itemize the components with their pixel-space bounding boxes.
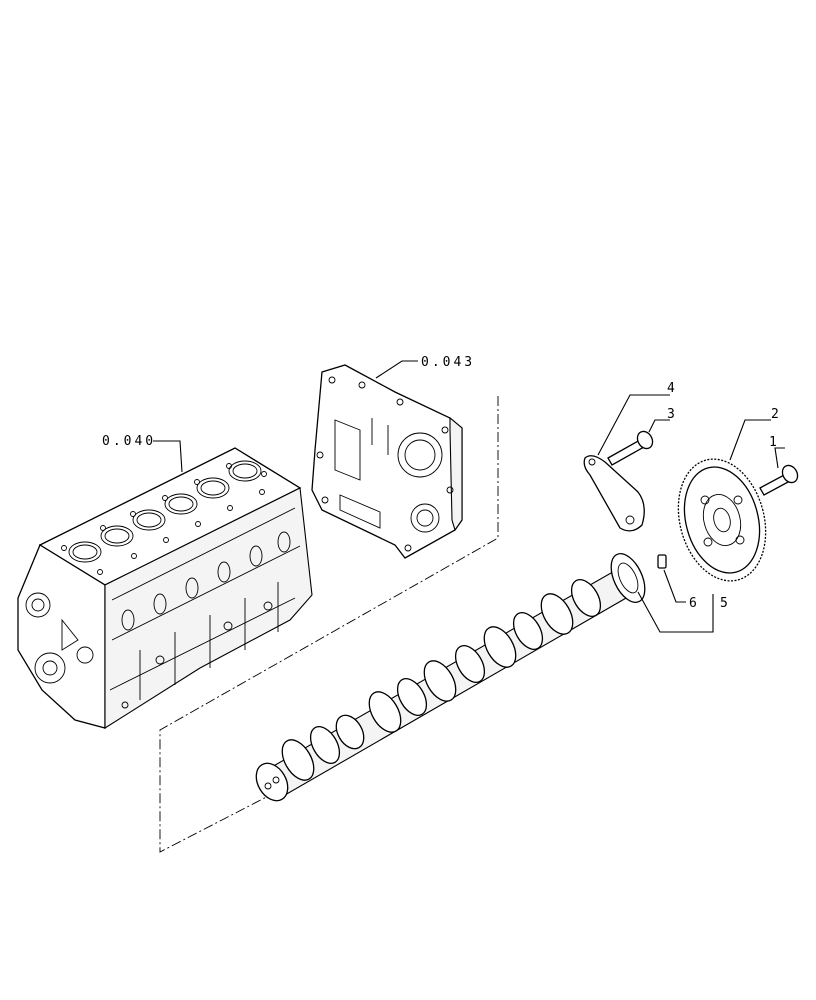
cylinder-bores bbox=[68, 460, 262, 563]
gear-bolt bbox=[759, 464, 799, 496]
callout-4: 4 bbox=[667, 381, 678, 396]
callout-3: 3 bbox=[667, 407, 678, 422]
block-side-details bbox=[109, 507, 301, 709]
callout-2: 2 bbox=[771, 407, 782, 422]
ref-label-cover: 0.043 bbox=[421, 355, 475, 370]
camshaft-rear-end bbox=[255, 762, 289, 802]
leader-lines bbox=[153, 360, 785, 633]
plate-bolt bbox=[607, 430, 654, 466]
camshaft-lobes bbox=[281, 579, 602, 781]
engine-block bbox=[17, 447, 313, 729]
callout-6: 6 bbox=[689, 596, 700, 611]
callout-1: 1 bbox=[769, 435, 780, 450]
camshaft-flange bbox=[610, 553, 646, 603]
timing-cover bbox=[311, 364, 463, 559]
thrust-plate bbox=[583, 455, 645, 532]
ref-label-block: 0.040 bbox=[102, 434, 156, 449]
dowel-pin bbox=[657, 554, 667, 569]
camshaft bbox=[255, 553, 646, 802]
camshaft-gear bbox=[677, 458, 767, 582]
callout-5: 5 bbox=[720, 596, 731, 611]
labels: 0.040 0.043 1 2 3 4 5 6 bbox=[102, 355, 782, 611]
alignment-line bbox=[159, 396, 499, 853]
deck-bolt-holes bbox=[61, 463, 267, 575]
